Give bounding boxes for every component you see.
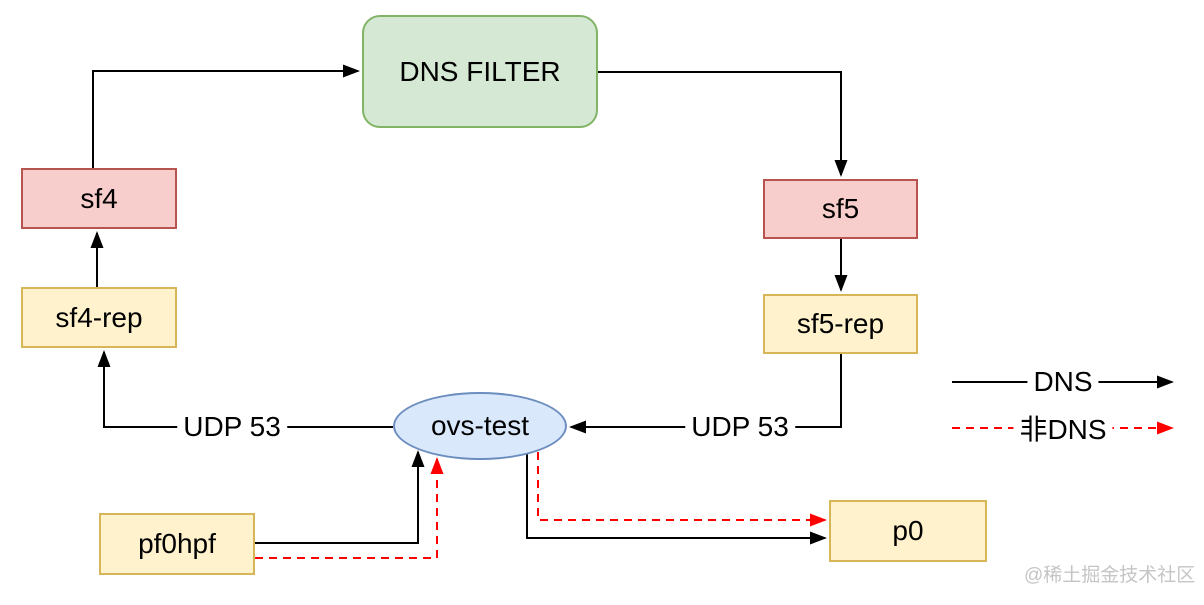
node-sf4-label: sf4 [80,182,118,214]
node-sf5-label: sf5 [821,193,860,224]
node-dns-filter-label: DNS FILTER [399,55,561,87]
node-p0: p0 [829,500,987,562]
node-p0-label: p0 [892,515,924,546]
edge-label-udp53-right: UDP 53 [685,411,795,443]
edge-dnsfilter-to-sf5 [598,71,848,177]
node-pf0hpf-label: pf0hpf [138,528,216,559]
node-ovs-test: ovs-test [393,392,567,460]
edge-pf0hpf-to-ovstest-nondns [255,457,444,559]
legend-nondns-label: 非DNS [1013,408,1113,448]
node-pf0hpf: pf0hpf [99,513,255,575]
node-sf5-rep: sf5-rep [763,294,918,354]
edge-pf0hpf-to-ovstest-dns [255,450,425,544]
edge-label-udp53-left: UDP 53 [177,411,287,443]
node-sf5-rep-label: sf5-rep [796,308,885,339]
legend-dns-label: DNS [1027,366,1099,398]
edge-ovstest-to-p0-dns [526,454,827,545]
node-sf4: sf4 [21,168,177,229]
node-sf5: sf5 [763,179,918,239]
node-dns-filter: DNS FILTER [362,15,598,128]
edge-sf4-to-dnsfilter [92,64,360,168]
edge-sf5rep-to-ovstest [569,354,842,434]
edge-ovstest-to-sf4rep [97,350,393,428]
watermark-text: @稀土掘金技术社区 [1024,565,1196,586]
node-sf4-rep: sf4-rep [21,287,177,348]
node-sf4-rep-label: sf4-rep [55,301,143,333]
edge-ovstest-to-p0-nondns [537,452,827,527]
node-ovs-test-label: ovs-test [430,410,530,441]
